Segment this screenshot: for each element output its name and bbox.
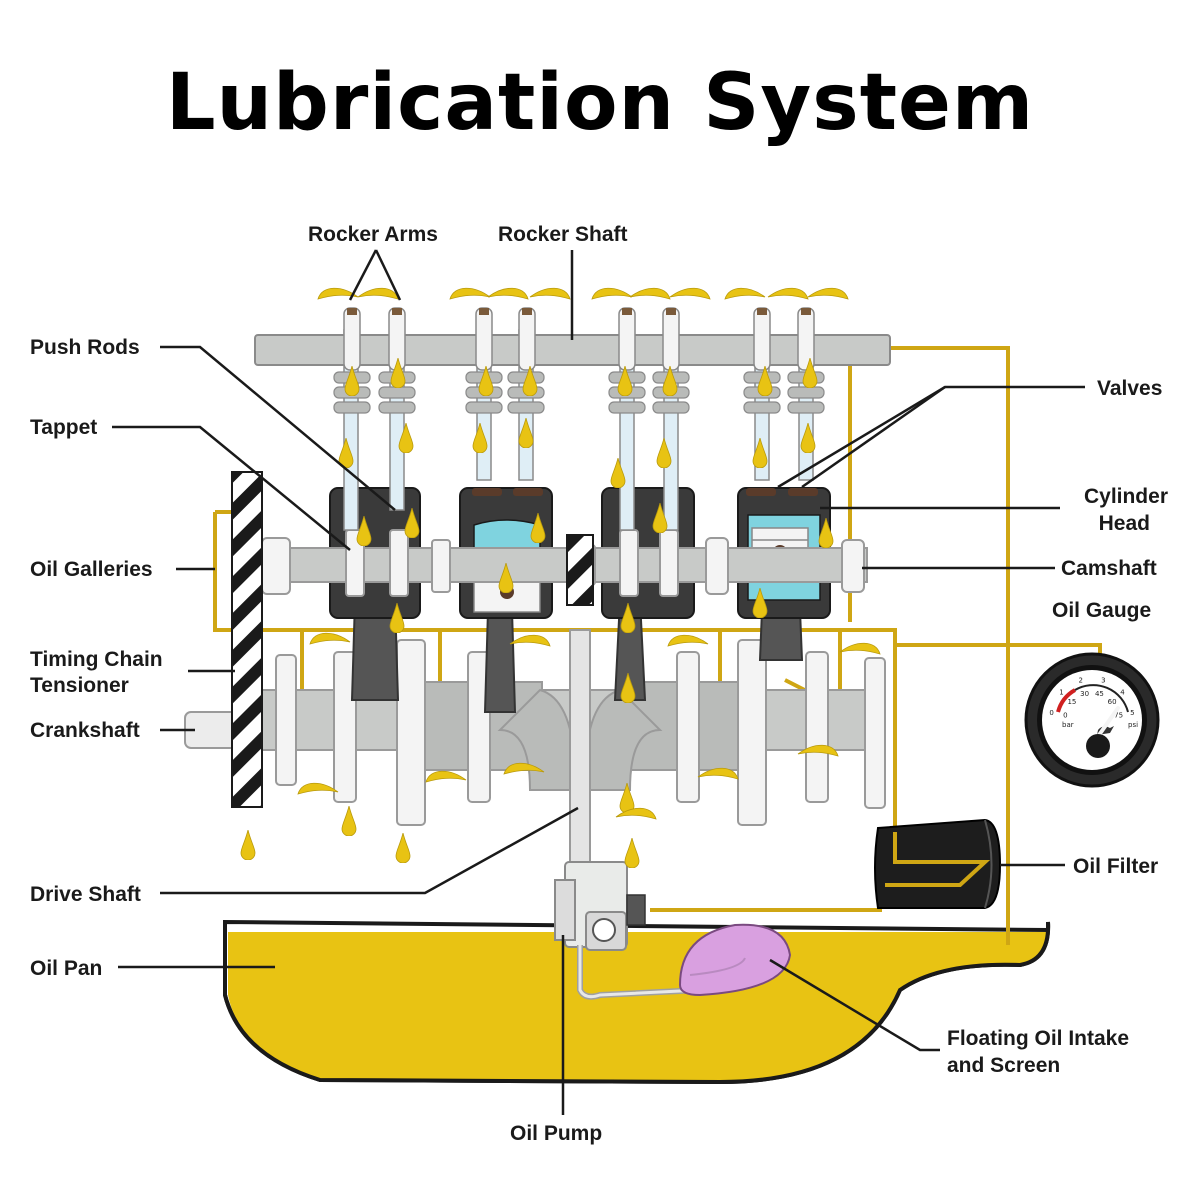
- oil-drop: [624, 838, 640, 868]
- label-oil-galleries: Oil Galleries: [30, 558, 153, 581]
- camshaft: [261, 529, 868, 597]
- gauge-psi-tick: 75: [1114, 711, 1123, 719]
- timing-chain: [231, 471, 263, 808]
- label-oil-pump: Oil Pump: [510, 1122, 602, 1145]
- oil-splash: [509, 634, 551, 647]
- label-intake-line1: Floating Oil Intake: [947, 1027, 1129, 1050]
- oil-splash: [724, 287, 766, 300]
- label-intake-line2: and Screen: [947, 1054, 1060, 1077]
- gauge-bar-tick: 5: [1130, 709, 1134, 717]
- oil-splash: [839, 642, 881, 655]
- oil-drop: [240, 830, 256, 860]
- oil-splash: [309, 632, 351, 645]
- label-timing-chain-line2: Tensioner: [30, 674, 129, 697]
- label-crankshaft: Crankshaft: [30, 719, 140, 742]
- oil-filter: [874, 818, 1002, 909]
- label-oil-pan: Oil Pan: [30, 957, 102, 980]
- oil-drop: [341, 806, 357, 836]
- leader-lines: [112, 249, 1085, 1115]
- cam-drive-gear: [566, 534, 594, 606]
- label-cylinder-head-line1: Cylinder: [1084, 485, 1168, 508]
- label-push-rods: Push Rods: [30, 336, 140, 359]
- gauge-psi-tick: 15: [1067, 698, 1076, 706]
- gauge-bar-tick: 2: [1078, 677, 1082, 685]
- gauge-bar-tick: 1: [1059, 689, 1063, 697]
- label-valves: Valves: [1097, 377, 1162, 400]
- labels: Rocker Arms Rocker Shaft Push Rods Tappe…: [30, 223, 1168, 1145]
- oil-splash: [667, 634, 709, 647]
- oil-splash: [425, 770, 467, 783]
- gauge-psi-tick: 0: [1063, 711, 1067, 719]
- oil-splash: [297, 782, 339, 795]
- gauge-bar-tick: 0: [1049, 709, 1053, 717]
- oil-splash: [487, 287, 529, 300]
- label-oil-filter: Oil Filter: [1073, 855, 1158, 878]
- gauge-psi-tick: 30: [1080, 690, 1089, 698]
- oil-splash: [449, 287, 491, 300]
- oil-splash: [669, 287, 711, 300]
- valve-springs: [333, 371, 825, 414]
- oil-splash: [591, 287, 633, 300]
- label-timing-chain-line1: Timing Chain: [30, 648, 163, 671]
- gauge-bar-tick: 4: [1120, 689, 1125, 697]
- label-drive-shaft: Drive Shaft: [30, 883, 141, 906]
- drive-shaft: [569, 629, 591, 866]
- gauge-bar-unit: bar: [1062, 721, 1074, 729]
- oil-splash: [807, 287, 849, 300]
- connecting-rods: [350, 599, 804, 713]
- valve-heads: [472, 488, 818, 496]
- oil-pump: [554, 861, 701, 1000]
- label-cylinder-head-line2: Head: [1099, 512, 1150, 535]
- gauge-hub: [1086, 734, 1110, 758]
- floating-oil-intake: [678, 923, 792, 997]
- label-camshaft: Camshaft: [1061, 557, 1157, 580]
- oil-drop: [395, 833, 411, 863]
- oil-splash: [529, 287, 571, 300]
- gauge-bar-tick: 3: [1101, 677, 1105, 685]
- label-rocker-shaft: Rocker Shaft: [498, 223, 628, 246]
- crankshaft: [184, 639, 886, 826]
- oil-splash: [357, 287, 399, 300]
- oil-splash: [629, 287, 671, 300]
- label-oil-gauge: Oil Gauge: [1052, 599, 1151, 622]
- oil-splash: [767, 287, 809, 300]
- label-tappet: Tappet: [30, 416, 97, 439]
- gauge-psi-unit: psi: [1128, 721, 1138, 729]
- oil-pan: [223, 919, 1051, 1085]
- page-title: Lubrication System: [165, 58, 1035, 148]
- label-rocker-arms: Rocker Arms: [308, 223, 438, 246]
- gauge-psi-ticks: 015 30 45 60 75: [1063, 690, 1123, 719]
- gauge-psi-tick: 45: [1095, 690, 1104, 698]
- gauge-psi-tick: 60: [1108, 698, 1117, 706]
